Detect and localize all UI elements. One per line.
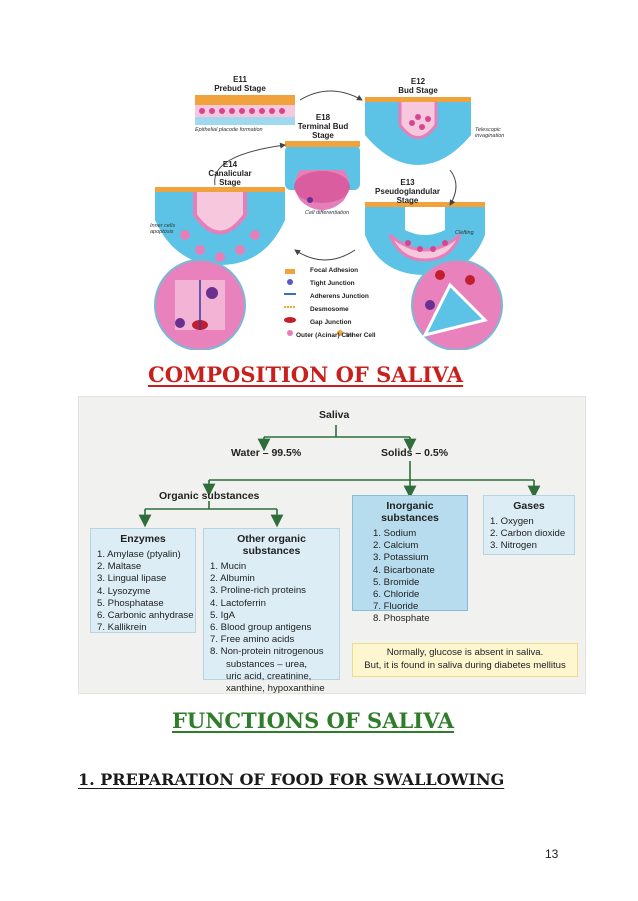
- list-item: 7. Free amino acids: [210, 634, 295, 646]
- list-item: 7. Kallikrein: [97, 622, 147, 634]
- terminal-bud-stage-illustration: [285, 141, 360, 210]
- organic-node: Organic substances: [159, 490, 260, 502]
- enzymes-list: 1. Amylase (ptyalin) 2. Maltase 3. Lingu…: [97, 549, 194, 634]
- list-item: 8. Phosphate: [373, 613, 430, 625]
- pseudoglandular-stage-illustration: [365, 202, 485, 275]
- list-item: 5. Phosphatase: [97, 597, 164, 609]
- saliva-node: Saliva: [319, 409, 350, 421]
- prebud-stage-illustration: [195, 95, 295, 125]
- other-organic-title: Other organic substances: [237, 533, 306, 557]
- canalicular-stage-illustration: [155, 187, 285, 265]
- legend-focal: Focal Adhesion: [310, 267, 359, 274]
- list-item: 3. Proline-rich proteins: [210, 585, 306, 597]
- list-item: 2. Carbon dioxide: [490, 528, 566, 540]
- list-item: 1. Amylase (ptyalin): [97, 549, 181, 560]
- list-item: 2. Calcium: [373, 540, 419, 552]
- list-item: substances – urea,: [226, 658, 308, 670]
- legend-adherens: Adherens Junction: [310, 293, 369, 300]
- list-item: 5. IgA: [210, 609, 236, 621]
- list-item: 1. Sodium: [373, 528, 417, 539]
- list-item: 5. Bromide: [373, 576, 420, 588]
- list-item: 1. Mucin: [210, 561, 247, 572]
- inorganic-box: Inorganic substances 1. Sodium 2. Calciu…: [352, 495, 468, 624]
- development-illustration: [154, 90, 503, 351]
- list-item: 6. Chloride: [373, 589, 420, 601]
- water-node: Water – 99.5%: [231, 447, 302, 459]
- enzymes-box: Enzymes 1. Amylase (ptyalin) 2. Maltase …: [90, 528, 196, 633]
- gases-list: 1. Oxygen 2. Carbon dioxide 3. Nitrogen: [490, 516, 568, 553]
- note-clefting: Clefting: [455, 230, 474, 236]
- note-telescopic: Telescopic invagination: [475, 127, 505, 139]
- note-differentiation: Cell differentiation: [305, 210, 350, 216]
- list-item: 4. Lysozyme: [97, 585, 151, 597]
- legend-gap: Gap Junction: [310, 319, 352, 326]
- list-item: 3. Potassium: [373, 552, 429, 564]
- legend-inner-cell: Inner Cell: [346, 332, 376, 339]
- list-item: 6. Carbonic anhydrase: [97, 610, 194, 622]
- list-item: 6. Blood group antigens: [210, 622, 312, 634]
- list-item: 7. Fluoride: [373, 601, 419, 613]
- list-item: xanthine, hypoxanthine: [226, 683, 325, 695]
- note-epithelial: Epithelial placode formation: [195, 127, 263, 133]
- glucose-note: Normally, glucose is absent in saliva. B…: [352, 643, 578, 677]
- saliva-composition-chart: Saliva Water – 99.5% Solids – 0.5% Organ…: [78, 396, 586, 694]
- list-item: 4. Lactoferrin: [210, 597, 266, 609]
- list-item: 3. Lingual lipase: [97, 573, 167, 585]
- inorganic-title: Inorganic substances: [381, 500, 439, 524]
- flowchart-connectors: [138, 425, 541, 528]
- list-item: 2. Maltase: [97, 561, 142, 573]
- inorganic-list: 1. Sodium 2. Calcium 3. Potassium 4. Bic…: [359, 528, 461, 626]
- list-item: 1. Oxygen: [490, 516, 534, 527]
- note-line-2: But, it is found in saliva during diabet…: [364, 659, 566, 671]
- legend-icons: [284, 269, 343, 336]
- list-item: 8. Non-protein nitrogenous: [210, 646, 324, 658]
- zoom-circle-left: [154, 259, 246, 351]
- legend-tight: Tight Junction: [310, 280, 355, 287]
- legend-desmosome: Desmosome: [310, 306, 349, 313]
- list-item: uric acid, creatinine,: [226, 670, 312, 682]
- gases-box: Gases 1. Oxygen 2. Carbon dioxide 3. Nit…: [483, 495, 575, 555]
- page-number: 13: [545, 847, 559, 861]
- legend-outer-cell: Outer (Acinar) Cell: [296, 332, 354, 339]
- other-organic-box: Other organic substances 1. Mucin 2. Alb…: [203, 528, 340, 694]
- gases-title: Gases: [513, 500, 545, 512]
- note-line-1: Normally, glucose is absent in saliva.: [386, 647, 544, 658]
- bud-stage-illustration: [365, 97, 471, 165]
- section-heading: 1. PREPARATION OF FOOD FOR SWALLOWING: [78, 770, 505, 789]
- list-item: 3. Nitrogen: [490, 540, 537, 552]
- solids-node: Solids – 0.5%: [381, 447, 449, 459]
- zoom-circle-right: [411, 259, 503, 351]
- enzymes-title: Enzymes: [120, 533, 166, 545]
- other-organic-list: 1. Mucin 2. Albumin 3. Proline-rich prot…: [210, 561, 333, 695]
- functions-heading: FUNCTIONS OF SALIVA: [172, 708, 455, 733]
- list-item: 4. Bicarbonate: [373, 564, 435, 576]
- composition-heading: COMPOSITION OF SALIVA: [148, 362, 464, 387]
- note-apoptosis: Inner cells apoptosis: [150, 223, 176, 235]
- list-item: 2. Albumin: [210, 573, 255, 585]
